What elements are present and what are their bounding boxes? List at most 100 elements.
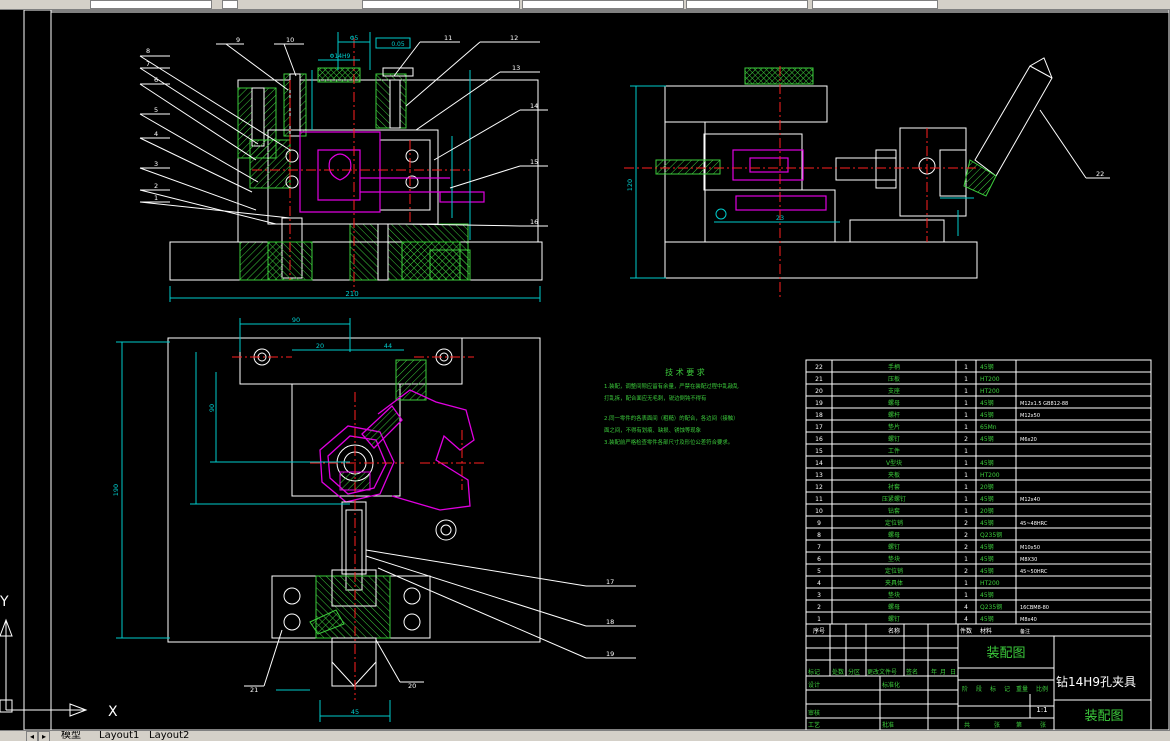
bom-cell: HT200	[980, 376, 1000, 383]
bom-cell: 1	[964, 580, 968, 587]
balloon-8: 8	[146, 47, 150, 55]
bom-cell: 8	[817, 532, 821, 539]
tb-drawing-title-2: 装配图	[1084, 709, 1123, 724]
tb-stage-2: 段	[976, 685, 982, 693]
bom-cell: 手柄	[888, 363, 900, 371]
technical-requirements: 技 术 要 求 1.装配，调整间隙应留有余量，严禁在装配过程中乱敲乱 打乱拆，配…	[604, 367, 739, 446]
drawing-frame	[23, 10, 1170, 730]
color-dropdown[interactable]	[362, 0, 520, 9]
side-view: 120 23 22	[624, 57, 1110, 300]
bom-cell: M10x50	[1020, 545, 1040, 551]
drawing-canvas[interactable]: 210 Φ5 0.05 Φ14H9	[0, 10, 1170, 730]
tb-header-8: 日	[950, 669, 956, 676]
tab-nav-prev-button[interactable]: ◂	[26, 731, 38, 741]
tech-req-line-2: 打乱拆，配合面应无毛刺，锐边倒钝不得有	[604, 394, 707, 402]
bom-cell: 14	[815, 460, 823, 467]
dim-d1: 20	[316, 342, 324, 350]
bom-cell: 7	[817, 544, 821, 551]
balloon-5: 5	[154, 106, 158, 114]
bom-header-cell: 件数	[960, 627, 972, 635]
bom-cell: 45钢	[980, 615, 994, 623]
bom-cell: 夹板	[888, 471, 900, 479]
tb-stage-3: 标	[990, 685, 996, 693]
bom-cell: 2	[964, 532, 968, 539]
tb-sheet-1: 共	[964, 721, 970, 729]
bom-cell: 支座	[888, 387, 900, 395]
tb-review: 审核	[808, 709, 820, 717]
bom-cell: HT200	[980, 388, 1000, 395]
lineweight-dropdown[interactable]	[686, 0, 808, 9]
tb-sheet-3: 第	[1016, 721, 1022, 729]
bom-cell: 45钢	[980, 399, 994, 407]
bom-cell: 2	[964, 436, 968, 443]
layer-button[interactable]	[222, 0, 238, 9]
layer-dropdown[interactable]	[90, 0, 212, 9]
bom-cell: 21	[815, 376, 823, 383]
balloon-3: 3	[154, 160, 158, 168]
bom-header-cell: 名称	[888, 627, 900, 635]
bom-cell: 11	[815, 496, 823, 503]
tab-nav-next-button[interactable]: ▸	[38, 731, 50, 741]
dim-height-side: 120	[626, 179, 634, 191]
balloon-18: 18	[606, 618, 614, 626]
bom-cell: 1	[964, 472, 968, 479]
tb-sheet-4: 张	[1040, 721, 1046, 729]
bom-cell: 3	[817, 592, 821, 599]
balloon-14: 14	[530, 102, 538, 110]
bom-cell: 45钢	[980, 459, 994, 467]
layout-tab-bar: ◂ ▸ 模型 Layout1 Layout2	[0, 730, 1170, 741]
linetype-dropdown[interactable]	[522, 0, 684, 9]
bom-cell: 衬套	[888, 483, 900, 491]
bom-cell: 45钢	[980, 495, 994, 503]
balloon-16: 16	[530, 218, 538, 226]
bom-cell: 45钢	[980, 363, 994, 371]
tb-ratio: 比例	[1036, 685, 1048, 693]
title-block: 标记 处数 分区 更改文件号 签名 年 月 日 设计 审核 工艺 标准化 批准 …	[805, 623, 1152, 730]
balloon-11: 11	[444, 34, 452, 42]
bom-cell: 18	[815, 412, 823, 419]
tb-header-4: 更改文件号	[867, 668, 897, 676]
tab-layout2[interactable]: Layout2	[149, 730, 190, 741]
plotstyle-dropdown[interactable]	[812, 0, 938, 9]
dim-width-bottom: 45	[351, 708, 359, 716]
balloon-12: 12	[510, 34, 518, 42]
bom-cell: 定位销	[885, 519, 903, 527]
bom-cell: 9	[817, 520, 821, 527]
balloon-22: 22	[1096, 170, 1104, 178]
balloon-20: 20	[408, 682, 416, 690]
dim-height-plan: 190	[112, 484, 120, 496]
bom-cell: 20钢	[980, 483, 994, 491]
bom-cell: M6x20	[1020, 437, 1037, 443]
bom-cell: 垫片	[888, 423, 900, 431]
tb-process: 工艺	[808, 721, 820, 729]
bom-cell: 45钢	[980, 519, 994, 527]
balloon-21: 21	[250, 686, 258, 694]
tb-std: 标准化	[882, 681, 900, 689]
bom-header-cell: 材料	[980, 627, 992, 635]
tb-header-3: 分区	[848, 668, 860, 676]
tb-header-7: 月	[940, 669, 946, 676]
tab-model[interactable]: 模型	[61, 730, 81, 741]
bom-cell: 螺钉	[888, 435, 900, 443]
bom-cell: 1	[964, 376, 968, 383]
tb-drawing-title: 装配图	[986, 646, 1025, 661]
bom-cell: 压板	[888, 375, 900, 383]
bom-cell: 1	[964, 424, 968, 431]
bom-cell: 垫块	[888, 591, 900, 599]
bom-cell: 1	[964, 388, 968, 395]
balloon-7: 7	[146, 60, 150, 68]
tab-layout1[interactable]: Layout1	[99, 730, 140, 741]
bom-cell: 4	[964, 616, 968, 623]
bom-cell: 螺钉	[888, 615, 900, 623]
plan-view: 90 20 44 190 90 45 17 18 19 21 20	[112, 316, 636, 722]
balloon-19: 19	[606, 650, 614, 658]
bom-cell: 1	[964, 364, 968, 371]
tb-design: 设计	[808, 681, 820, 689]
bom-cell: 2	[964, 568, 968, 575]
bom-cell: 45~50HRC	[1020, 569, 1048, 575]
bom-cell: 1	[964, 400, 968, 407]
bom-cell: 定位销	[885, 567, 903, 575]
bom-cell: 螺杆	[888, 411, 900, 419]
balloon-6: 6	[154, 76, 158, 84]
